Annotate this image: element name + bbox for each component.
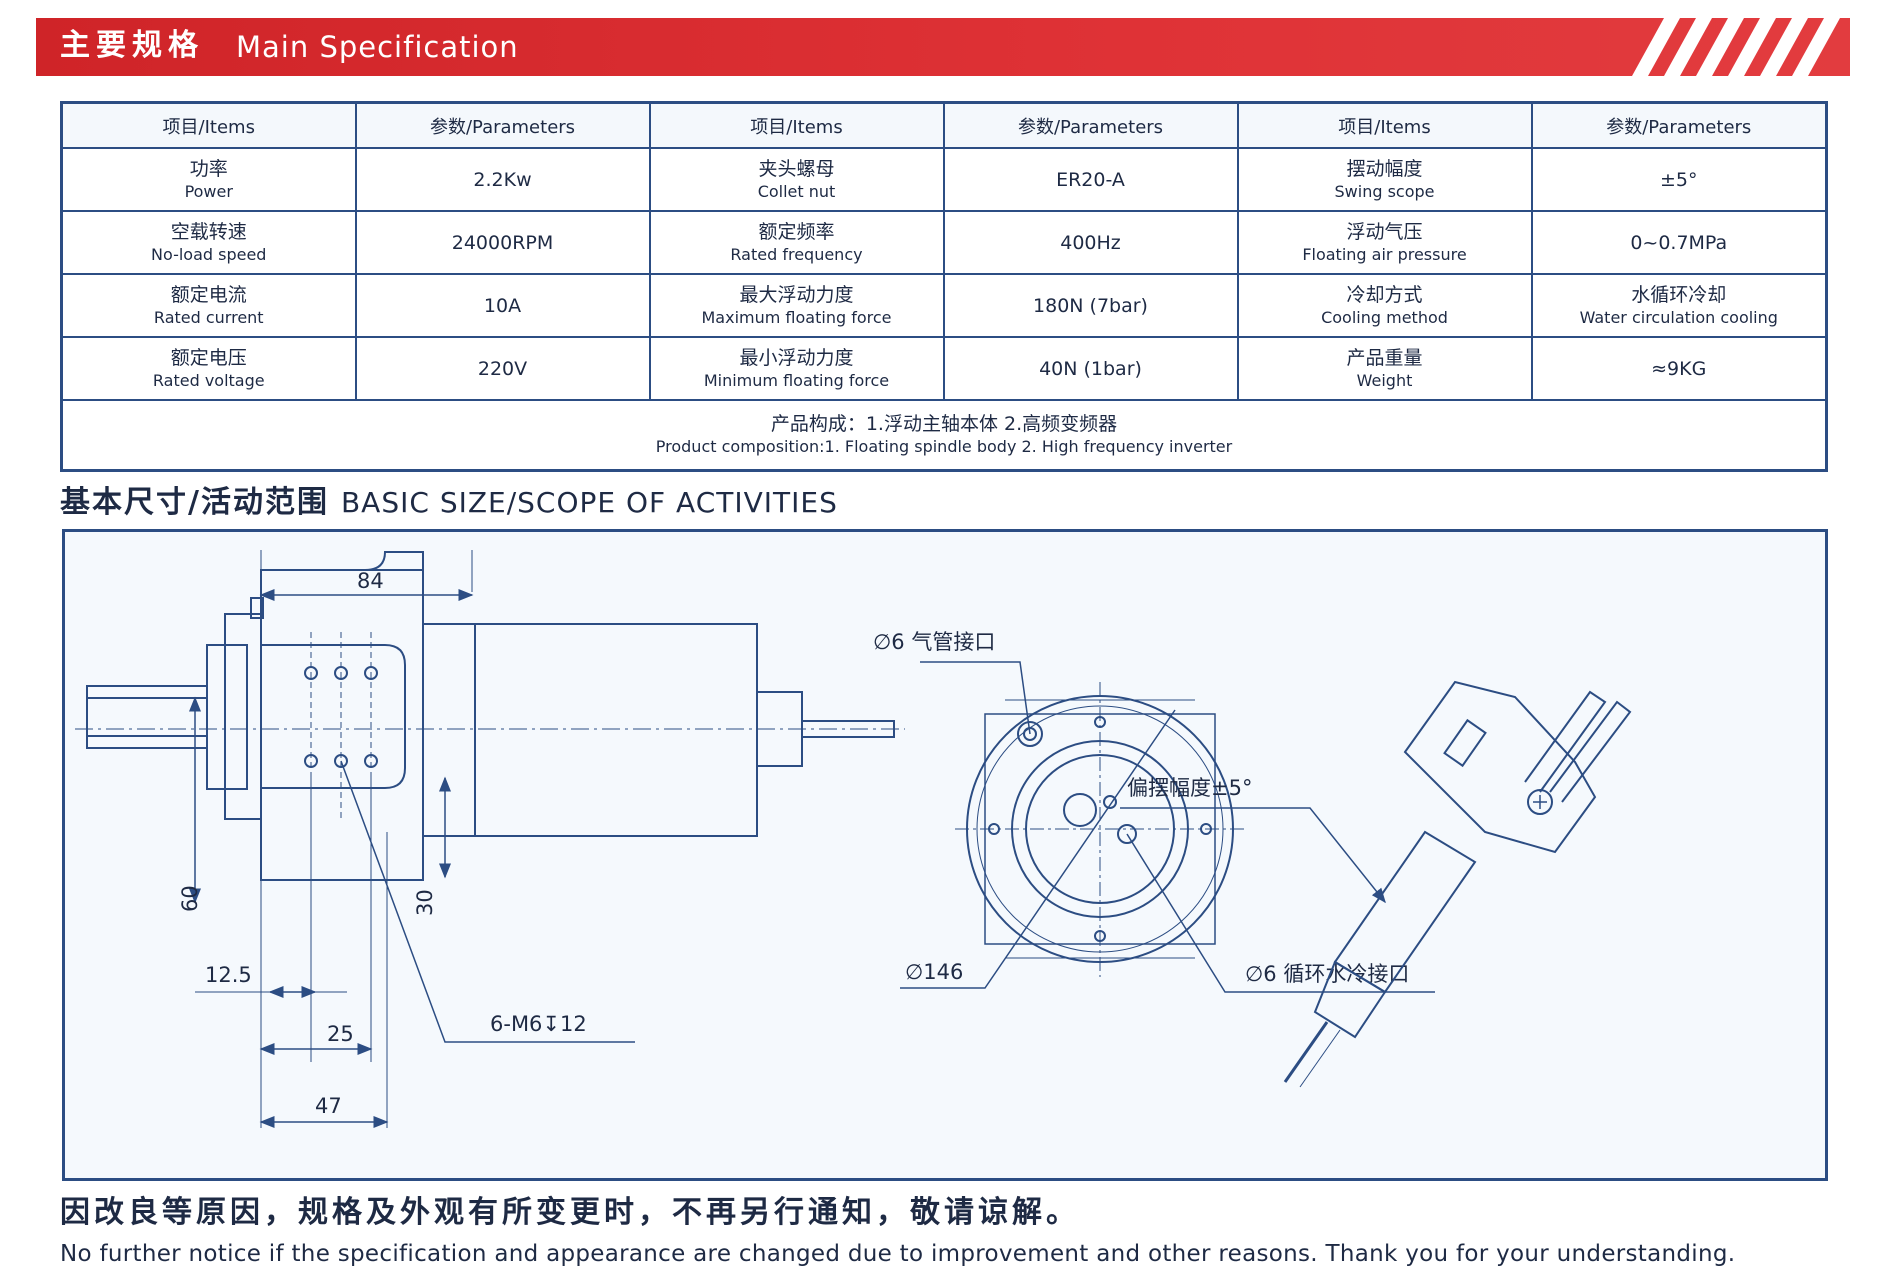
item-name-en: Maximum floating force	[701, 307, 892, 327]
dim-30-label: 30	[413, 889, 437, 916]
header-items: 项目/Items	[1236, 101, 1533, 149]
dim-84-label: 84	[357, 569, 384, 593]
section-title-cn: 基本尺寸/活动范围	[60, 485, 329, 520]
param-value: 2.2Kw	[354, 147, 651, 212]
item-name-en: Cooling method	[1321, 307, 1448, 327]
item-name-en: Rated frequency	[730, 244, 863, 264]
notice-en: No further notice if the specification a…	[60, 1241, 1736, 1267]
header-parameters: 参数/Parameters	[1530, 101, 1828, 149]
composition-cn: 产品构成：1.浮动主轴本体 2.高频变频器	[770, 413, 1118, 435]
item-name-cn: 最大浮动力度	[739, 283, 854, 306]
item-name-cn: 空载转速	[170, 220, 247, 243]
notice-cn: 因改良等原因，规格及外观有所变更时，不再另行通知，敬请谅解。	[60, 1195, 1080, 1230]
air-port-label: ∅6 气管接口	[873, 630, 995, 654]
item-name-en: Rated voltage	[152, 370, 265, 390]
diameter-label: ∅146	[905, 960, 963, 984]
item-name-en: Rated current	[153, 307, 264, 327]
thread-spec-label: 6-M6↧12	[490, 1012, 587, 1036]
dim-47-label: 47	[315, 1094, 342, 1118]
header-parameters: 参数/Parameters	[942, 101, 1239, 149]
item-name-en: Power	[184, 181, 233, 201]
section-heading: 基本尺寸/活动范围 BASIC SIZE/SCOPE OF ACTIVITIES	[60, 484, 838, 522]
item-name-cn: 额定频率	[758, 220, 835, 243]
spec-table: 项目/Items 参数/Parameters 项目/Items 参数/Param…	[60, 101, 1828, 472]
param-value: 10A	[354, 273, 651, 338]
dim-12-5-label: 12.5	[205, 963, 252, 987]
param-value: ±5°	[1530, 147, 1828, 212]
section-title-en: BASIC SIZE/SCOPE OF ACTIVITIES	[340, 486, 838, 519]
composition-row: 产品构成：1.浮动主轴本体 2.高频变频器 Product compositio…	[60, 399, 1828, 472]
item-name-en: No-load speed	[151, 244, 267, 264]
dim-60-label: 60	[178, 885, 202, 912]
dim-25-label: 25	[327, 1022, 354, 1046]
param-value: ≈9KG	[1530, 336, 1828, 401]
item-name-cn: 额定电压	[170, 346, 247, 369]
item-name-cn: 最小浮动力度	[739, 346, 854, 369]
swing-scope-label: 偏摆幅度±5°	[1127, 776, 1252, 800]
composition-cell: 产品构成：1.浮动主轴本体 2.高频变频器 Product compositio…	[60, 399, 1828, 472]
param-value: 24000RPM	[354, 210, 651, 275]
header-parameters: 参数/Parameters	[354, 101, 651, 149]
header-title-cn: 主要规格	[60, 28, 204, 63]
item-name-en: Weight	[1356, 370, 1413, 390]
header-items: 项目/Items	[648, 101, 945, 149]
item-name-en: Swing scope	[1334, 181, 1435, 201]
param-value: 180N (7bar)	[942, 273, 1239, 338]
param-value: 220V	[354, 336, 651, 401]
item-name-cn: 产品重量	[1346, 346, 1423, 369]
spec-header-row: 项目/Items 参数/Parameters 项目/Items 参数/Param…	[60, 101, 1828, 149]
technical-drawing-panel: 84 60 30 12.5 25 47 6-M6↧12	[62, 529, 1828, 1181]
param-value: 400Hz	[942, 210, 1239, 275]
header-items: 项目/Items	[60, 101, 357, 149]
param-value: ER20-A	[942, 147, 1239, 212]
item-name-cn: 额定电流	[170, 283, 247, 306]
isometric-view-drawing	[1120, 680, 1632, 1088]
header-banner: 主要规格 Main Specification	[36, 18, 1850, 76]
param-value-cn: 水循环冷却	[1631, 283, 1727, 306]
param-value-en: Water circulation cooling	[1579, 307, 1778, 327]
item-name-cn: 冷却方式	[1346, 283, 1423, 306]
banner-stripes-decoration	[1632, 18, 1840, 76]
param-value: 40N (1bar)	[942, 336, 1239, 401]
composition-en: Product composition:1. Floating spindle …	[655, 437, 1233, 456]
item-name-cn: 摆动幅度	[1346, 157, 1423, 180]
item-name-en: Collet nut	[757, 181, 836, 201]
item-name-cn: 功率	[189, 157, 228, 180]
side-view-drawing	[75, 550, 905, 1128]
item-name-cn: 浮动气压	[1346, 220, 1423, 243]
item-name-en: Floating air pressure	[1302, 244, 1467, 264]
technical-drawing: 84 60 30 12.5 25 47 6-M6↧12	[75, 550, 1632, 1128]
front-view-drawing	[900, 661, 1435, 993]
spec-table-container: 项目/Items 参数/Parameters 项目/Items 参数/Param…	[60, 101, 1828, 472]
item-name-en: Minimum floating force	[703, 370, 890, 390]
item-name-cn: 夹头螺母	[758, 157, 835, 180]
param-value: 0~0.7MPa	[1530, 210, 1828, 275]
header-title-en: Main Specification	[236, 30, 519, 64]
